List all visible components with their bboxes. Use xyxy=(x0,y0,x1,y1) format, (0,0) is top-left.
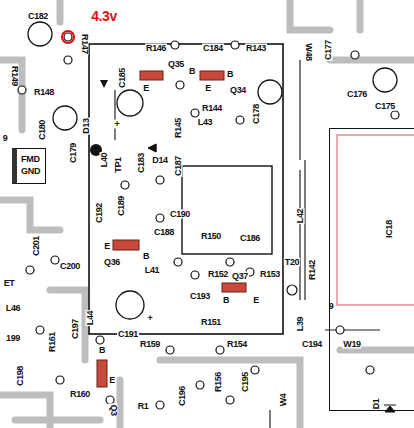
part-label: L43 xyxy=(197,118,213,127)
part-label: R142 xyxy=(308,259,317,281)
part-label: R150 xyxy=(200,232,222,241)
signal-name: GND xyxy=(21,167,41,177)
part-label: B xyxy=(98,346,106,355)
part-label: C182 xyxy=(27,12,49,21)
part-label: R1 xyxy=(137,402,150,411)
voltage-note: 4.3v xyxy=(90,9,118,23)
part-label: B xyxy=(226,70,234,79)
part-label: R145 xyxy=(174,117,183,139)
part-label: C184 xyxy=(202,44,224,53)
part-label: L41 xyxy=(144,266,160,275)
solder-pads xyxy=(18,33,399,409)
part-label: R160 xyxy=(69,390,91,399)
part-label: + xyxy=(147,314,154,323)
part-label: W4 xyxy=(279,393,288,408)
part-label: L39 xyxy=(296,316,305,332)
part-label: C180 xyxy=(38,119,47,141)
part-label: D13 xyxy=(82,117,91,134)
part-label: C189 xyxy=(117,195,126,217)
part-label: C191 xyxy=(117,330,139,339)
part-label: C197 xyxy=(71,318,80,340)
part-label: C193 xyxy=(189,292,211,301)
part-label: Q36 xyxy=(103,258,121,267)
part-label: R146 xyxy=(145,44,167,53)
part-label: IC18 xyxy=(385,220,395,238)
part-label: L44 xyxy=(86,310,95,326)
shield-outline xyxy=(89,44,283,334)
part-label: C187 xyxy=(174,155,183,177)
part-label: C195 xyxy=(241,371,250,393)
part-label: E xyxy=(108,376,116,385)
part-label: R161 xyxy=(48,331,57,353)
wire-links xyxy=(115,60,380,428)
ic-pin-outline xyxy=(337,135,414,305)
part-label: + xyxy=(114,120,121,129)
part-label: C200 xyxy=(59,262,81,271)
part-label: C201 xyxy=(32,235,41,257)
part-label: W48 xyxy=(304,42,313,61)
part-label: C188 xyxy=(153,228,175,237)
part-label: B xyxy=(188,67,196,76)
part-label: R152 xyxy=(207,270,229,279)
part-label: C192 xyxy=(95,202,104,224)
part-label: D1 xyxy=(372,398,381,411)
part-label: R154 xyxy=(226,340,248,349)
part-label: E xyxy=(103,242,111,251)
part-label: R144 xyxy=(201,104,223,113)
part-label: TP1 xyxy=(114,156,123,173)
part-label: C178 xyxy=(252,103,261,125)
part-label: W19 xyxy=(342,340,361,349)
part-label: C175 xyxy=(374,102,396,111)
part-label: C196 xyxy=(178,385,187,407)
part-label: C185 xyxy=(118,67,127,89)
part-label: 9 xyxy=(2,134,9,143)
part-label: R151 xyxy=(200,318,222,327)
part-label: D14 xyxy=(151,156,168,165)
part-label: R143 xyxy=(245,44,267,53)
part-label: R147 xyxy=(80,33,89,55)
transformer-outline xyxy=(182,166,272,254)
part-label: Q34 xyxy=(229,86,247,95)
part-label: Q37 xyxy=(231,272,249,281)
probe-marker xyxy=(62,31,74,43)
part-label: R159 xyxy=(139,340,161,349)
electrolytic-capacitors xyxy=(28,22,397,319)
part-label: L46 xyxy=(5,304,21,313)
part-label: B xyxy=(222,296,230,305)
part-label: L40 xyxy=(100,152,109,168)
part-label: Q3 xyxy=(109,403,118,416)
part-label: Q35 xyxy=(167,60,185,69)
part-label: C179 xyxy=(69,142,78,164)
ic-outline: IC18 xyxy=(329,128,414,411)
part-label: R149 xyxy=(10,65,19,87)
part-label: 199 xyxy=(5,334,21,343)
part-label: B xyxy=(142,252,150,261)
part-label: R156 xyxy=(214,371,223,393)
diode-symbol xyxy=(100,80,108,88)
part-label: R153 xyxy=(259,270,281,279)
part-label: E xyxy=(252,296,260,305)
signal-name: FMD xyxy=(21,155,41,165)
part-label: E xyxy=(204,84,212,93)
part-label: R148 xyxy=(33,88,55,97)
transistor-pads xyxy=(97,71,246,387)
connector-box: FMD GND xyxy=(12,148,46,184)
part-label: C183 xyxy=(137,152,146,174)
part-label: C190 xyxy=(169,210,191,219)
diode-symbol xyxy=(148,144,156,152)
part-label: C186 xyxy=(239,234,261,243)
part-label: ET xyxy=(3,279,16,288)
part-label: C176 xyxy=(346,90,368,99)
part-label: L42 xyxy=(296,208,305,224)
part-label: C198 xyxy=(16,365,25,387)
part-label: E xyxy=(142,84,150,93)
part-label: T20 xyxy=(284,258,300,267)
part-label: C177 xyxy=(324,39,333,61)
part-label: C194 xyxy=(301,340,323,349)
